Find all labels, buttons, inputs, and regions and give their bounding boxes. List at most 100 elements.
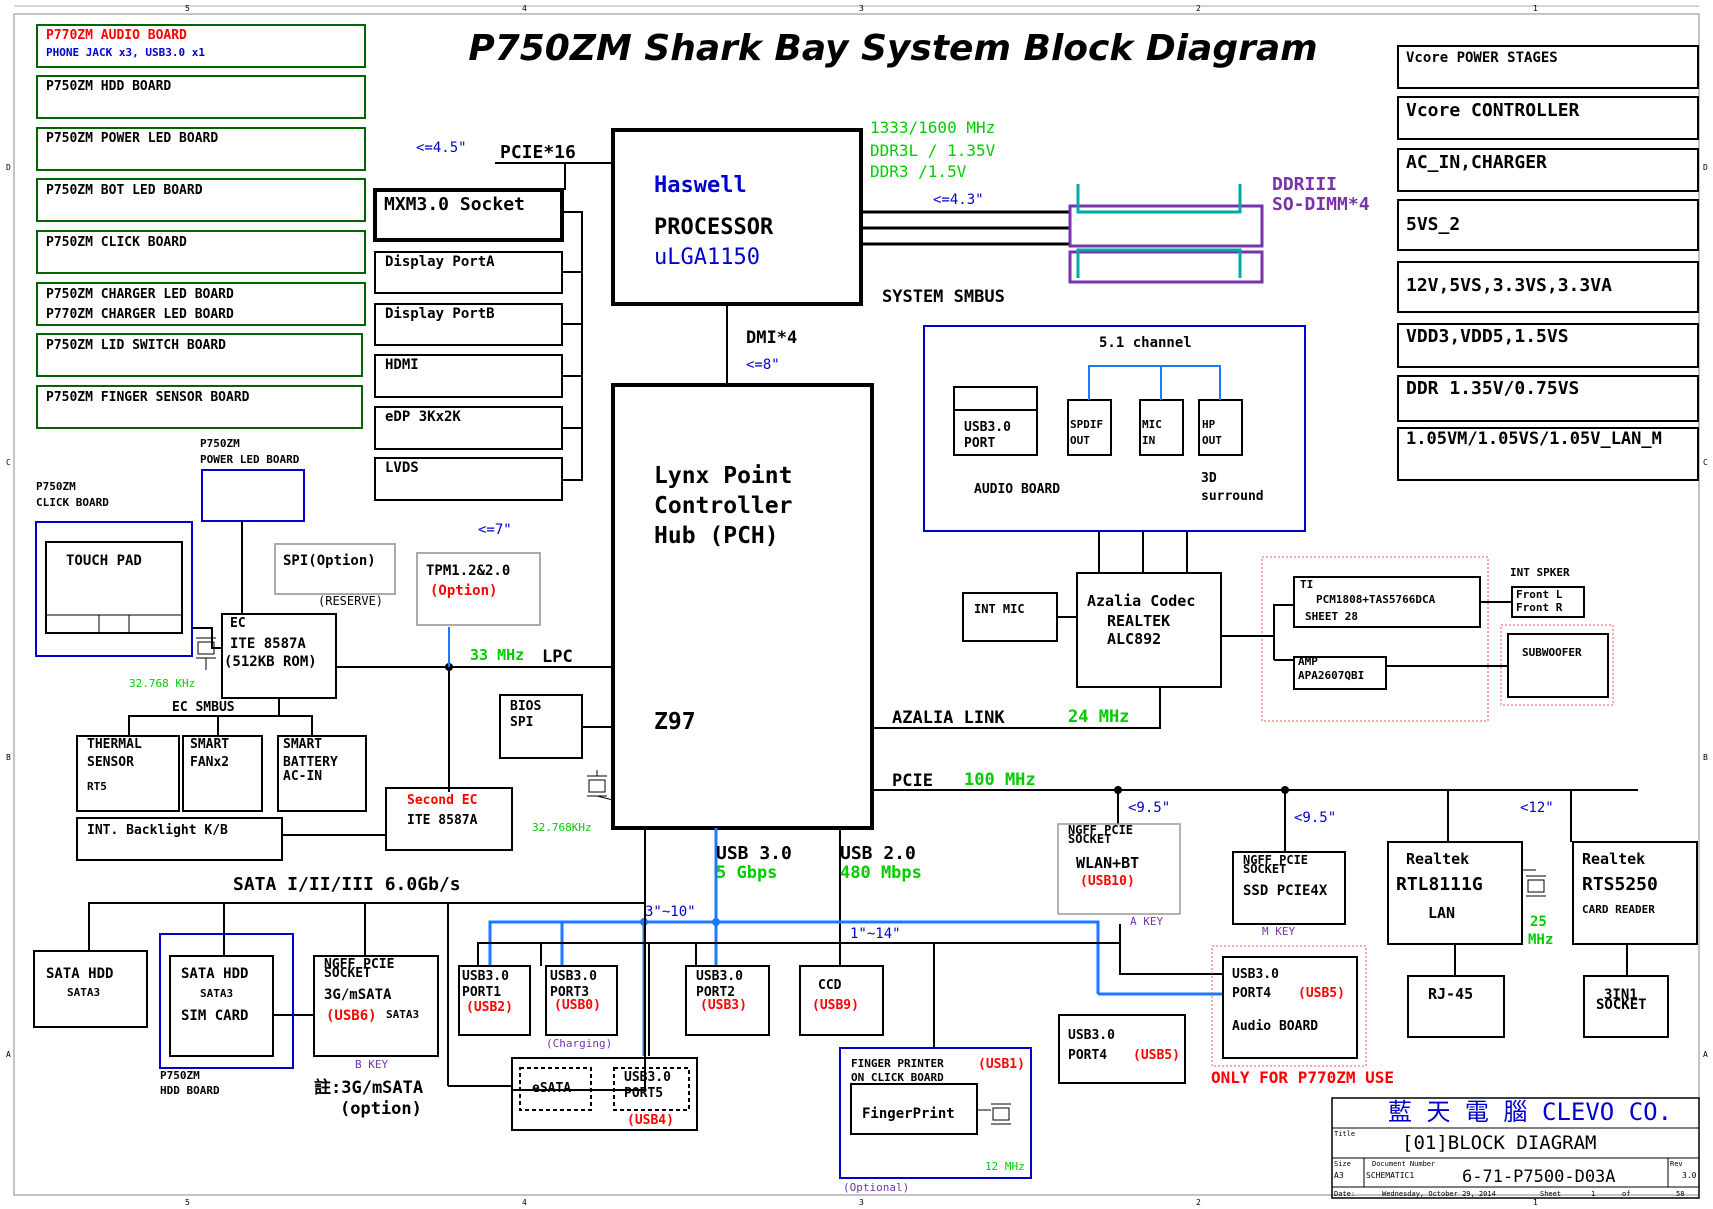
side-board-label: P750ZM POWER LED BOARD (46, 131, 218, 146)
rev-value: 3.0 (1682, 1171, 1697, 1180)
title-block: 藍 天 電 腦 CLEVO CO. Title [01]BLOCK DIAGRA… (1331, 1097, 1700, 1199)
ec-crystal-icon (196, 637, 222, 670)
int-mic-box (962, 592, 1058, 642)
card-socket-label: 3IN1 (1604, 987, 1638, 1003)
side-board-sublabel: PHONE JACK x3, USB3.0 x1 (46, 46, 205, 59)
system-smbus-label: SYSTEM SMBUS (882, 287, 1005, 307)
zone-label: 2 (1196, 1198, 1201, 1207)
cpu-block (611, 128, 863, 306)
audio-usb-port (953, 386, 1038, 456)
bios-label: BIOS (510, 699, 541, 714)
lan-label: LAN (1428, 904, 1455, 922)
memory-voltage: DDR3L / 1.35V (870, 141, 996, 160)
jack-label: HP (1202, 418, 1216, 431)
subwoofer-box (1507, 633, 1609, 698)
zone-label: D (6, 163, 11, 172)
zone-label: 3 (859, 4, 864, 13)
second-ec-label: ITE 8587A (407, 813, 478, 828)
pch-label: Hub (PCH) (654, 523, 779, 549)
power-label: 1.05VM/1.05VS/1.05V_LAN_M (1406, 429, 1662, 449)
audio-board-label: AUDIO BOARD (974, 482, 1060, 497)
port-label: USB3.0 (1068, 1028, 1115, 1043)
esata-label: eSATA (532, 1081, 571, 1096)
backlight-label: INT. Backlight K/B (87, 823, 228, 838)
company-chinese: 藍 天 電 腦 (1388, 1098, 1527, 1126)
memory-type: DDRIII (1272, 174, 1337, 195)
sata-hdd2 (169, 955, 274, 1057)
memory-trace-length: <=4.3" (933, 192, 984, 208)
side-board-label: P750ZM CLICK BOARD (46, 235, 187, 250)
sheet-title: [01]BLOCK DIAGRAM (1402, 1132, 1596, 1154)
azalia-link-freq: 24 MHz (1068, 707, 1129, 727)
msata-sata: SATA3 (386, 1008, 419, 1021)
port-label: eDP 3Kx2K (385, 409, 461, 425)
card-label: Realtek (1582, 850, 1645, 868)
fan-label: SMART (190, 737, 229, 752)
msata-label: SOCKET (324, 966, 371, 981)
spi-box (274, 543, 396, 595)
lan-freq: 25 (1530, 914, 1547, 930)
side-board-box (36, 230, 366, 274)
usb2-lines (477, 924, 1223, 1056)
ti-part: PCM1808+TAS5766DCA (1316, 593, 1436, 606)
pch-block (611, 383, 874, 830)
amp-part: APA2607QBI (1298, 669, 1364, 682)
cpu-type: PROCESSOR (654, 215, 774, 240)
charging-label: (Charging) (546, 1037, 612, 1050)
side-board-label: P750ZM HDD BOARD (46, 79, 171, 94)
card-socket-label: SOCKET (1596, 997, 1647, 1013)
port-label: PORT4 (1068, 1048, 1107, 1063)
audio-channel-label: 5.1 channel (1099, 335, 1192, 351)
zone-label: 1 (1533, 4, 1538, 13)
port-label: Display PortA (385, 254, 495, 270)
dmi-label: DMI*4 (746, 328, 797, 348)
side-board-box (36, 127, 366, 171)
title-label: Title (1334, 1130, 1355, 1138)
card-length: <12" (1520, 800, 1554, 816)
thermal-label: SENSOR (87, 755, 134, 770)
codec-label: ALC892 (1107, 630, 1161, 648)
mxm-label: MXM3.0 Socket (384, 194, 525, 215)
hdd-sub: SATA3 (200, 987, 233, 1000)
battery-label: BATTERY (283, 755, 338, 770)
amp-region (1261, 556, 1489, 722)
port-usb: (USB5) (1298, 986, 1345, 1001)
port-label: HDMI (385, 357, 419, 373)
ssd-label: SSD PCIE4X (1243, 883, 1328, 899)
port-usb: (USB5) (1133, 1048, 1180, 1063)
pcie-bus-label: PCIE (892, 771, 933, 791)
fingerprint-box (850, 1083, 978, 1135)
touchpad-label: TOUCH PAD (66, 553, 142, 569)
port-label: Audio BOARD (1232, 1019, 1318, 1034)
battery-label: SMART (283, 737, 322, 752)
lan-crystal-icon (1522, 869, 1546, 897)
sata-hdd1 (33, 950, 148, 1028)
page-title: P750ZM Shark Bay System Block Diagram (468, 28, 1317, 69)
azalia-link-label: AZALIA LINK (892, 708, 1005, 728)
pch-chip: Z97 (654, 709, 696, 735)
crystal-icon (587, 770, 614, 801)
port-usb: (USB2) (466, 1000, 513, 1015)
port-label: Display PortB (385, 306, 495, 322)
pch-label: Controller (654, 493, 792, 519)
sheet-frame (13, 13, 1700, 1196)
date-label: Date: (1334, 1190, 1355, 1198)
hdd-sub: SATA3 (67, 986, 100, 999)
sata-label: SATA I/II/III 6.0Gb/s (233, 874, 461, 895)
ec-label: (512KB ROM) (224, 654, 317, 670)
usb-port2 (685, 965, 770, 1036)
sheet-label: Sheet (1540, 1190, 1561, 1198)
usb3-length: 3"~10" (645, 904, 696, 920)
wlan-socket (1057, 823, 1181, 915)
tpm-box (416, 552, 541, 626)
port-label: PORT3 (550, 985, 589, 1000)
port-label: USB3.0 (1232, 967, 1279, 982)
thermal-label: THERMAL (87, 737, 142, 752)
battery-box (277, 735, 367, 812)
sodimm-icon (1068, 204, 1264, 284)
ssd-length: <9.5" (1294, 810, 1336, 826)
power-label: VDD3,VDD5,1.5VS (1406, 326, 1569, 347)
card-label: RTS5250 (1582, 874, 1658, 895)
lan-label: RTL8111G (1396, 874, 1483, 895)
zone-label: C (1703, 458, 1708, 467)
